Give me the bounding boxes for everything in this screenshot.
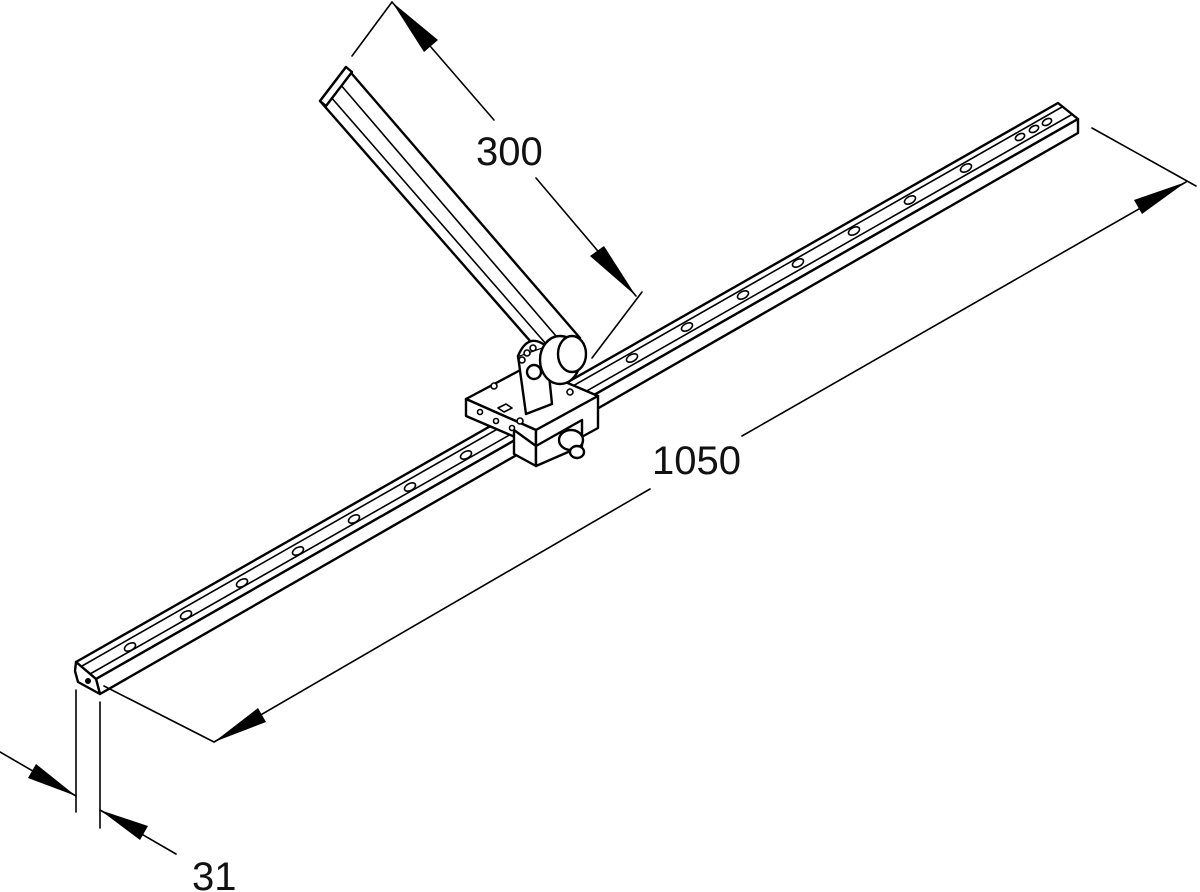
arm-end-cap: [318, 65, 354, 108]
arrowhead: [100, 810, 148, 840]
arrowhead: [1134, 182, 1186, 214]
rail-hole: [736, 289, 750, 301]
carriage-front-hole: [492, 417, 500, 425]
carriage-front-hole: [508, 424, 516, 432]
carriage-hole: [490, 382, 498, 390]
dimension-line: [213, 488, 651, 743]
carriage-front-hole: [476, 408, 484, 416]
arrowhead: [214, 708, 266, 742]
arrowhead: [392, 2, 438, 52]
rail-hole: [959, 162, 973, 174]
dimension-line: [741, 181, 1187, 437]
rail-hole: [1014, 132, 1026, 142]
carriage-detail: [497, 403, 513, 413]
dimension-label-rail-width: 31: [192, 855, 237, 892]
rail-hole: [403, 481, 417, 493]
rail-hole: [903, 194, 917, 206]
rail-end-profile: [73, 660, 102, 696]
pivot-bolt: [529, 344, 537, 352]
rail-hole: [847, 225, 861, 237]
pivot-hub-cap: [556, 334, 588, 374]
rail-hole: [179, 609, 193, 621]
rail-hole: [1028, 124, 1040, 134]
bracket-pivot-hole: [525, 363, 543, 381]
rail-hole: [459, 449, 473, 461]
carriage-hole: [516, 417, 524, 425]
dimension-rail-length: 1050: [103, 127, 1197, 743]
carriage-hole: [566, 388, 574, 396]
dimension-arm: 300: [351, 1, 643, 359]
rail-hole: [123, 641, 137, 653]
rail-hole: [791, 257, 805, 269]
pivot-bolt: [523, 349, 531, 357]
rail-hole: [235, 577, 249, 589]
rail-hole: [625, 352, 639, 364]
arm-edge-line: [339, 83, 569, 351]
knob-grip: [568, 444, 586, 460]
dimension-label-rail-length: 1050: [652, 439, 741, 483]
arm-face: [318, 65, 582, 368]
extension-line: [591, 291, 643, 359]
rail-hole: [680, 321, 694, 333]
arm: [318, 65, 582, 368]
dimension-label-arm: 300: [476, 130, 543, 174]
arrowhead: [590, 246, 636, 296]
pivot-bolt: [518, 356, 526, 364]
rail-hole: [1041, 117, 1053, 127]
rail-end-slot: [85, 678, 91, 684]
extension-line: [351, 1, 393, 57]
arm-edge-line: [329, 95, 561, 361]
extension-line: [103, 685, 215, 743]
arrowhead: [28, 764, 76, 796]
rail-hole: [291, 545, 305, 557]
dimension-rail-width: 31: [0, 689, 237, 892]
rail-hole: [347, 513, 361, 525]
clamp-knob: [557, 428, 586, 460]
rail-holes: [123, 117, 1053, 653]
pivot-bracket: [516, 334, 588, 416]
extension-line: [1091, 127, 1197, 187]
